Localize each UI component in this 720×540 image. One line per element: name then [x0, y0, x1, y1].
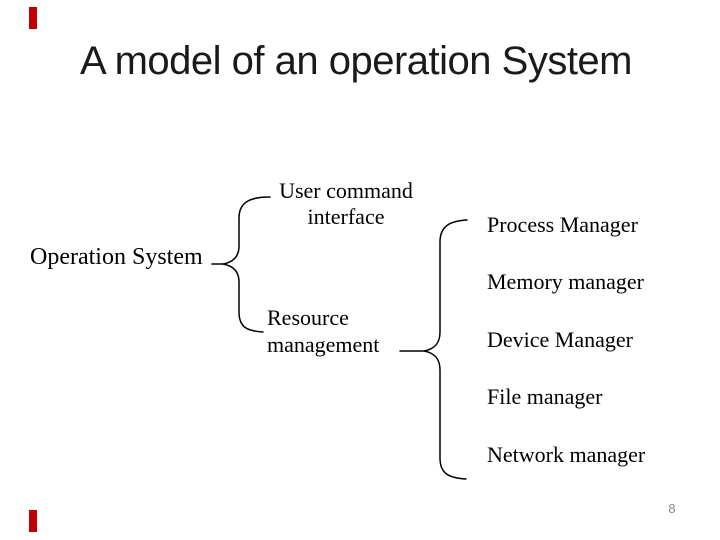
right-brace: [423, 219, 468, 480]
slide-title: A model of an operation System: [80, 39, 633, 83]
branch-label-line1: User command: [279, 178, 413, 203]
manager-item-device: Device Manager: [487, 327, 633, 352]
branch-user-command-interface: User command interface: [262, 178, 430, 230]
accent-bar-top: [29, 7, 37, 29]
branch-resource-management: Resource management: [267, 304, 379, 358]
accent-bar-bottom: [29, 510, 37, 532]
manager-item-memory: Memory manager: [487, 269, 644, 294]
manager-item-file: File manager: [487, 384, 603, 409]
branch-label-line1: Resource: [267, 305, 349, 330]
manager-item-process: Process Manager: [487, 212, 638, 237]
page-number: 8: [668, 501, 676, 516]
branch-label-line2: interface: [307, 204, 385, 229]
root-node-label: Operation System: [30, 244, 203, 270]
branch-label-line2: management: [267, 332, 380, 357]
manager-item-network: Network manager: [487, 442, 646, 467]
